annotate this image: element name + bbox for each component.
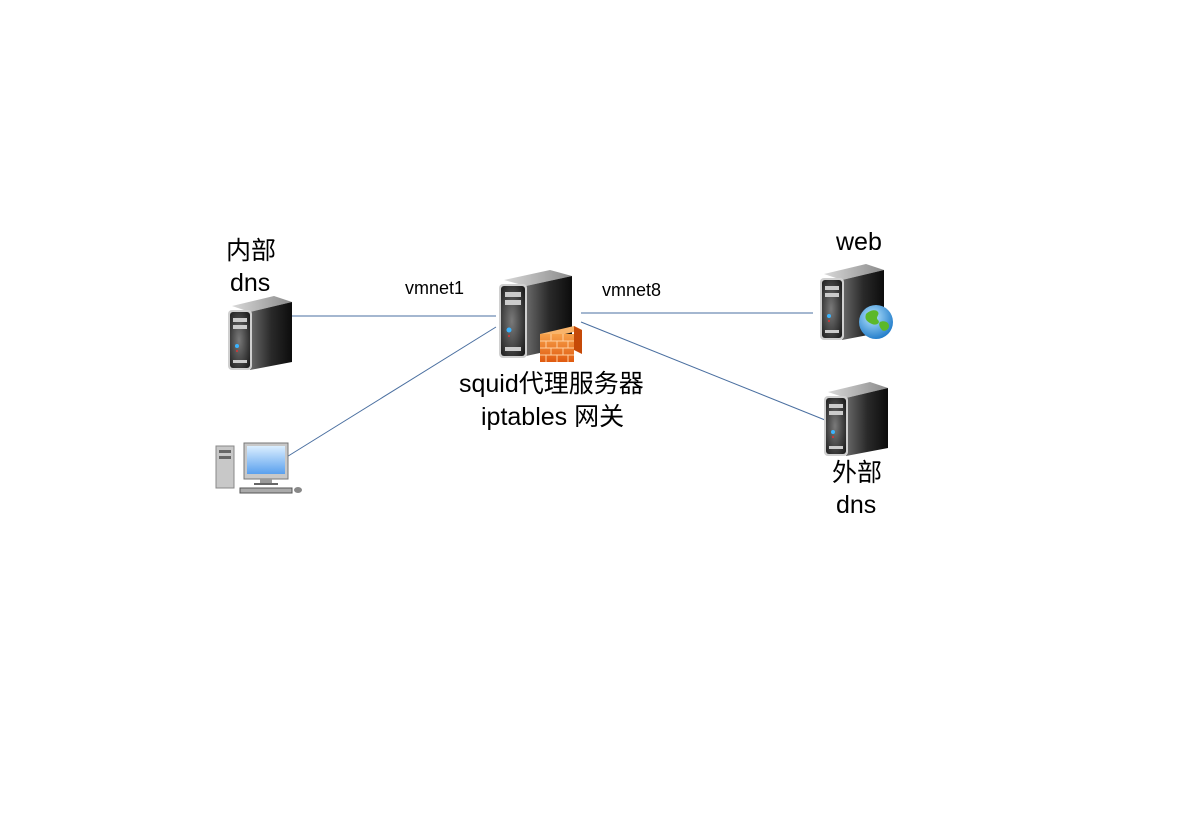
gateway-label-line1: squid代理服务器 [459,370,644,398]
desktop-pc-icon [215,442,302,494]
external-dns-label-line2: dns [836,491,877,519]
external-dns-label-line1: 外部 [832,458,883,487]
vmnet1-label: vmnet1 [405,278,465,298]
firewall-icon [540,326,582,362]
link-gateway-external-dns [580,321,826,421]
link-pc-gateway [284,326,497,459]
internal-dns-label-line1: 内部 [226,236,277,265]
internal-dns-server-icon [228,296,292,370]
globe-icon [859,305,893,339]
external-dns-server-icon [824,382,888,456]
internal-dns-label-line2: dns [230,269,271,297]
vmnet8-label: vmnet8 [602,280,662,300]
gateway-server-icon [499,270,582,362]
gateway-label-line2: iptables 网关 [481,403,625,431]
web-label: web [836,228,882,256]
web-server-icon [820,264,893,340]
